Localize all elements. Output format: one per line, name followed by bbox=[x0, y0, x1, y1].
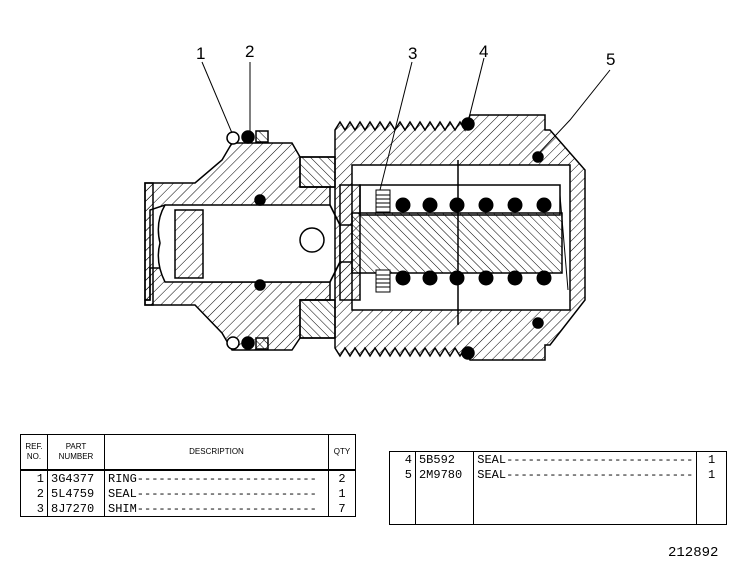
table-row: 4 5B592 SEAL-------------------------- 1 bbox=[389, 451, 727, 467]
qty-cell: 1 bbox=[696, 451, 727, 467]
ref-cell: 2 bbox=[20, 486, 48, 501]
seal-rings-right bbox=[461, 117, 544, 360]
part-number-cell: 5L4759 bbox=[47, 486, 105, 501]
drawing-number: 212892 bbox=[668, 545, 719, 561]
part-number-cell: 3G4377 bbox=[47, 470, 105, 486]
shim-stack bbox=[375, 189, 391, 293]
part-number-cell: 5B592 bbox=[414, 451, 475, 467]
table-row: 3 8J7270 SHIM------------------------- 7 bbox=[20, 501, 356, 517]
callout-2: 2 bbox=[245, 42, 255, 61]
table-row: 2 5L4759 SEAL------------------------- 1 bbox=[20, 486, 356, 501]
callout-1: 1 bbox=[196, 44, 206, 63]
description-cell: SHIM------------------------- bbox=[104, 501, 329, 517]
valve-cross-section-drawing bbox=[144, 57, 611, 361]
ref-cell: 5 bbox=[389, 467, 416, 482]
callout-5: 5 bbox=[606, 50, 616, 69]
ref-cell: 1 bbox=[20, 470, 48, 486]
table-filler-row bbox=[389, 482, 727, 525]
ref-cell: 4 bbox=[389, 451, 416, 467]
seal-rings-left bbox=[226, 130, 269, 350]
header-qty: QTY bbox=[328, 434, 356, 471]
callout-leaders bbox=[201, 57, 611, 191]
qty-cell: 2 bbox=[328, 470, 356, 486]
empty-cell bbox=[696, 482, 727, 525]
empty-cell bbox=[473, 482, 698, 525]
description-cell: RING------------------------- bbox=[104, 470, 329, 486]
parts-table-right: 4 5B592 SEAL-------------------------- 1… bbox=[389, 451, 727, 525]
empty-cell bbox=[414, 482, 475, 525]
poppet-plunger bbox=[157, 194, 361, 291]
callout-4: 4 bbox=[479, 42, 489, 61]
threaded-housing bbox=[334, 114, 586, 361]
header-description: DESCRIPTION bbox=[104, 434, 329, 471]
part-number-cell: 8J7270 bbox=[47, 501, 105, 517]
header-part-number: PART NUMBER bbox=[47, 434, 105, 471]
description-cell: SEAL-------------------------- bbox=[473, 467, 698, 482]
ref-cell: 3 bbox=[20, 501, 48, 517]
parts-table-left: REF. NO. PART NUMBER DESCRIPTION QTY 1 3… bbox=[20, 434, 356, 517]
spring-coils bbox=[395, 194, 569, 291]
qty-cell: 1 bbox=[328, 486, 356, 501]
part-number-cell: 2M9780 bbox=[414, 467, 475, 482]
empty-cell bbox=[389, 482, 416, 525]
qty-cell: 1 bbox=[696, 467, 727, 482]
description-cell: SEAL-------------------------- bbox=[473, 451, 698, 467]
left-fitting-body bbox=[144, 142, 336, 351]
qty-cell: 7 bbox=[328, 501, 356, 517]
description-cell: SEAL------------------------- bbox=[104, 486, 329, 501]
callout-3: 3 bbox=[408, 44, 418, 63]
table-row: 1 3G4377 RING------------------------- 2 bbox=[20, 470, 356, 486]
header-ref-no: REF. NO. bbox=[20, 434, 48, 471]
table-row: 5 2M9780 SEAL-------------------------- … bbox=[389, 467, 727, 482]
